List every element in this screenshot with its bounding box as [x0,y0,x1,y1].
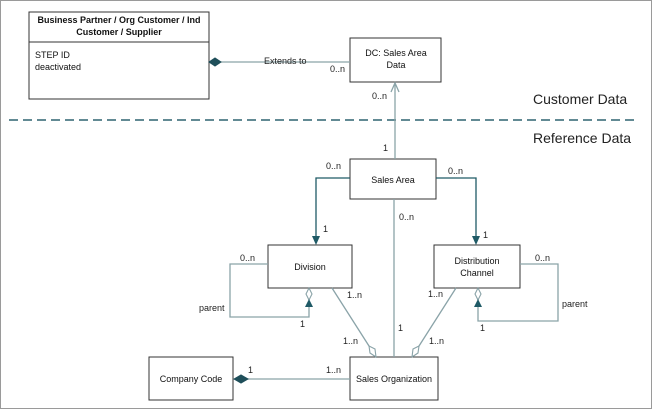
business-partner-title-line2: Customer / Supplier [76,27,162,37]
division-parent-self-connector [229,263,313,318]
distribution-parent-self-connector [474,263,559,322]
distribution-channel-box[interactable]: Distribution Channel [433,244,521,289]
sales-org-left-multiplicity: 1..n [343,336,358,346]
distribution-self-multiplicity: 0..n [535,253,550,263]
division-label: Division [294,262,326,272]
distribution-self-bottom-multiplicity: 1 [480,323,485,333]
business-partner-attr-step-id: STEP ID [35,50,70,60]
business-partner-title-line1: Business Partner / Org Customer / Ind [37,15,200,25]
customer-data-heading: Customer Data [533,91,627,107]
company-code-box[interactable]: Company Code [148,356,234,401]
division-self-multiplicity: 0..n [240,253,255,263]
sales-org-top-multiplicity: 1 [398,323,403,333]
sales-area-so-multiplicity: 0..n [399,212,414,222]
business-partner-attr-deactivated: deactivated [35,62,81,72]
division-so-multiplicity: 1..n [347,290,362,300]
sales-area-label: Sales Area [371,175,415,185]
division-to-sales-org-connector [331,287,377,359]
distribution-channel-line1: Distribution [454,256,499,266]
sales-area-top-multiplicity: 1 [383,143,388,153]
distribution-channel-line2: Channel [460,268,494,278]
dc-bottom-multiplicity: 0..n [372,91,387,101]
distribution-to-sales-org-connector [411,287,457,359]
dc-sales-area-data-box[interactable]: DC: Sales Area Data [349,37,442,83]
sales-organization-box[interactable]: Sales Organization [349,356,439,401]
division-parent-role: parent [199,303,225,313]
sales-area-box[interactable]: Sales Area [349,158,437,200]
sales-org-right-multiplicity: 1..n [429,336,444,346]
sales-area-to-distribution-connector [436,177,480,245]
distribution-parent-role: parent [562,299,588,309]
company-code-multiplicity: 1 [248,365,253,375]
extends-to-label: Extends to [264,56,307,66]
sales-org-company-code-multiplicity: 1..n [326,365,341,375]
division-top-multiplicity: 1 [323,224,328,234]
company-code-label: Company Code [160,374,223,384]
dc-sales-area-line1: DC: Sales Area [365,48,427,58]
sales-org-to-company-code-connector [232,374,350,384]
sales-area-right-multiplicity: 0..n [448,166,463,176]
dc-sales-area-line2: Data [386,60,405,70]
sales-area-to-dc-connector [390,81,400,159]
division-box[interactable]: Division [267,244,353,289]
sales-area-left-multiplicity: 0..n [326,161,341,171]
extends-to-connector [208,57,350,67]
distribution-top-multiplicity: 1 [483,230,488,240]
distribution-so-multiplicity: 1..n [428,289,443,299]
division-self-bottom-multiplicity: 1 [300,319,305,329]
sales-organization-label: Sales Organization [356,374,432,384]
reference-data-heading: Reference Data [533,130,631,146]
sales-area-to-division-connector [312,177,350,245]
bp-dc-multiplicity: 0..n [330,64,345,74]
business-partner-box[interactable]: Business Partner / Org Customer / Ind Cu… [28,11,210,100]
